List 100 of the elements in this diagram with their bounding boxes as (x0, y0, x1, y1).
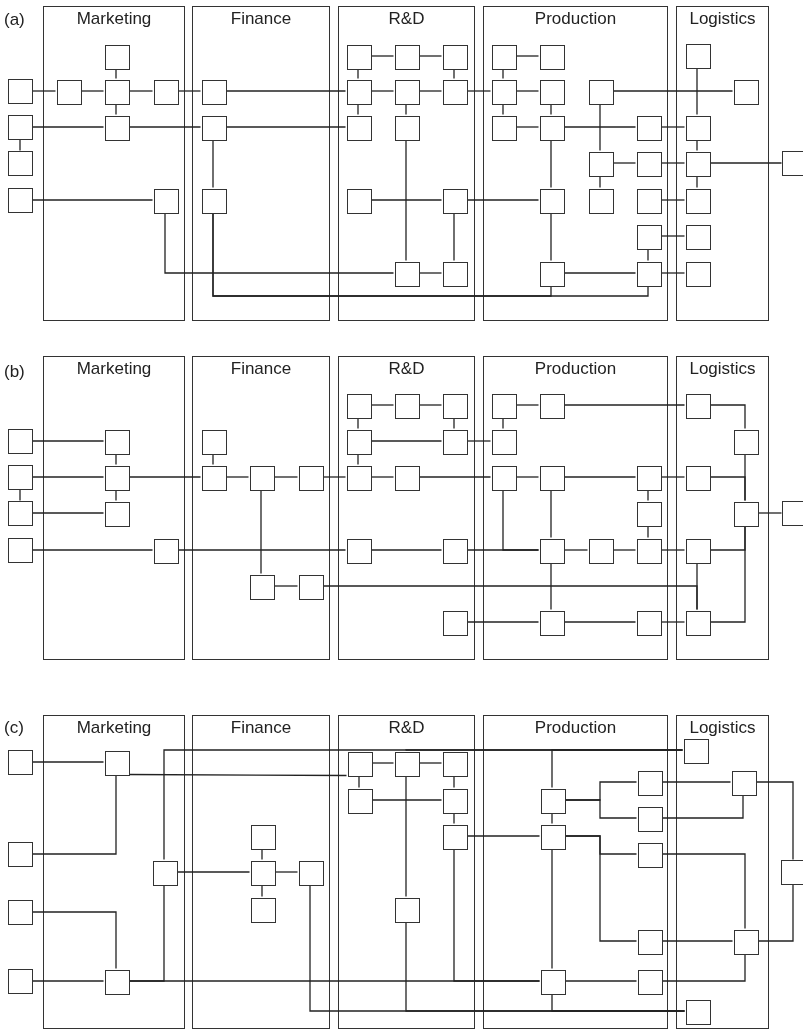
process-box (250, 897, 276, 923)
connector-line (357, 67, 359, 80)
process-box (201, 115, 227, 141)
connector-line (465, 199, 540, 201)
department-column (43, 356, 185, 660)
department-column (192, 6, 330, 321)
department-column (676, 715, 769, 1029)
connector-line (369, 199, 443, 201)
process-box (636, 115, 662, 141)
process-box (104, 750, 130, 776)
process-box (491, 44, 517, 70)
department-column (483, 715, 668, 1029)
process-box (104, 44, 130, 70)
process-box (201, 429, 227, 455)
process-box (249, 465, 275, 491)
department-column (338, 6, 475, 321)
process-box (636, 538, 662, 564)
connector-line (370, 799, 443, 801)
process-box (539, 465, 565, 491)
process-box (346, 465, 372, 491)
department-label: Finance (229, 359, 293, 379)
process-box (442, 788, 468, 814)
connector-line (453, 67, 455, 80)
connector-line (273, 871, 299, 873)
connector-line (79, 90, 105, 92)
process-box (540, 788, 566, 814)
department-label: Finance (229, 9, 293, 29)
connector-line (31, 476, 105, 478)
connector-line (659, 476, 686, 478)
connector-line (611, 162, 637, 164)
connector-line (31, 911, 117, 970)
process-box (683, 738, 709, 764)
process-box (7, 500, 33, 526)
connector-line (19, 138, 21, 152)
process-box (7, 78, 33, 104)
connector-line (115, 452, 117, 466)
process-box (104, 501, 130, 527)
process-box (7, 150, 33, 176)
process-box (685, 261, 711, 287)
connector-line (224, 476, 250, 478)
connector-line (417, 90, 443, 92)
connector-line (358, 774, 360, 789)
connector-line (369, 55, 395, 57)
process-box (588, 151, 614, 177)
process-box (540, 969, 566, 995)
process-box (540, 824, 566, 850)
process-box (491, 465, 517, 491)
connector-line (551, 811, 553, 825)
connector-line (744, 452, 746, 502)
connector-line (369, 90, 395, 92)
connector-line (550, 102, 552, 116)
connector-line (175, 871, 251, 873)
connector-line (514, 90, 540, 92)
process-box (104, 429, 130, 455)
panel-label: (a) (4, 10, 25, 30)
process-box (636, 610, 662, 636)
connector-line (660, 853, 746, 930)
connector-line (31, 440, 105, 442)
process-box (442, 610, 468, 636)
connector-line (115, 102, 117, 116)
process-box (442, 393, 468, 419)
connector-line (127, 90, 154, 92)
process-box (394, 261, 420, 287)
connector-line (260, 488, 262, 575)
process-box (637, 842, 663, 868)
process-box (201, 79, 227, 105)
process-box (56, 79, 82, 105)
connector-line (660, 781, 732, 783)
process-box (347, 788, 373, 814)
connector-line (453, 811, 455, 825)
department-column (676, 6, 769, 321)
connector-line (465, 835, 541, 837)
process-box (588, 79, 614, 105)
connector-line (453, 774, 455, 789)
connector-line (261, 883, 263, 898)
process-box (539, 610, 565, 636)
process-box (539, 261, 565, 287)
process-box (394, 897, 420, 923)
process-box (104, 115, 130, 141)
connector-line (659, 162, 686, 164)
process-box (685, 188, 711, 214)
connector-line (453, 847, 541, 982)
connector-line (647, 488, 649, 502)
connector-line (31, 199, 154, 201)
connector-line (708, 524, 746, 623)
connector-line (31, 773, 117, 855)
process-box (346, 115, 372, 141)
process-box (153, 538, 179, 564)
process-box (298, 860, 324, 886)
process-box (636, 188, 662, 214)
process-box (249, 574, 275, 600)
process-box (733, 501, 759, 527)
process-box (685, 538, 711, 564)
department-label: R&D (387, 9, 426, 29)
connector-line (465, 90, 492, 92)
department-label: Production (533, 9, 618, 29)
connector-line (659, 235, 686, 237)
connector-line (127, 773, 348, 777)
connector-line (369, 440, 443, 442)
connector-line (647, 247, 649, 262)
